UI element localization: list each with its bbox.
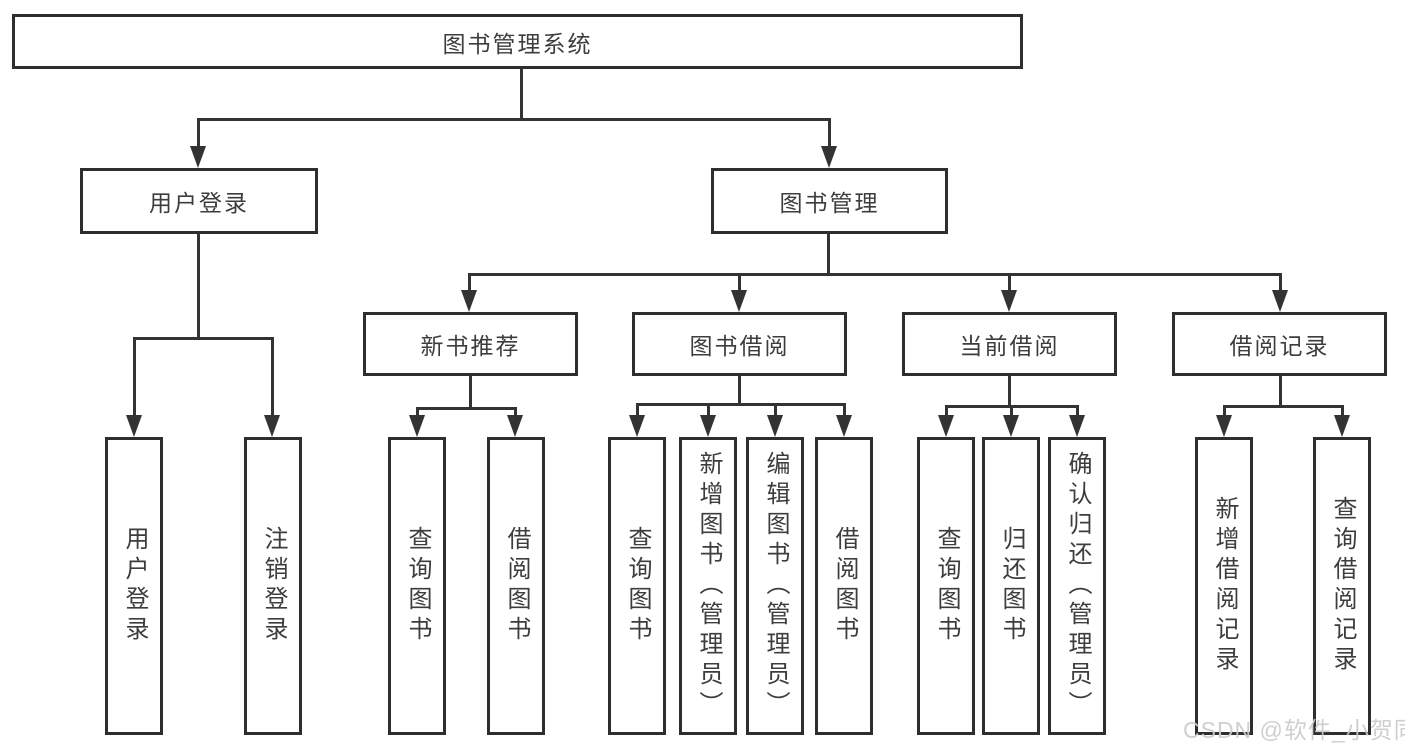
connector-line <box>197 234 200 339</box>
node-current-borrowing: 当前借阅 <box>902 312 1117 376</box>
leaf-query-books-borrowing: 查询图书 <box>608 437 666 735</box>
leaf-query-books-recommend: 查询图书 <box>388 437 446 735</box>
arrow-down <box>700 415 716 437</box>
arrow-down <box>1069 415 1085 437</box>
leaf-confirm-return-admin: 确认归还（管理员） <box>1048 437 1106 735</box>
leaf-query-borrow-record: 查询借阅记录 <box>1313 437 1371 735</box>
arrow-down <box>629 415 645 437</box>
arrow-down <box>126 415 142 437</box>
connector-line <box>469 376 472 409</box>
connector-line <box>636 403 846 406</box>
node-book-management: 图书管理 <box>711 168 948 234</box>
leaf-user-login: 用户登录 <box>105 437 163 735</box>
leaf-logout: 注销登录 <box>244 437 302 735</box>
arrow-down <box>1334 415 1350 437</box>
arrow-down <box>938 415 954 437</box>
connector-line <box>520 68 523 120</box>
arrow-down <box>731 290 747 312</box>
connector-line <box>197 118 831 121</box>
leaf-return-books: 归还图书 <box>982 437 1040 735</box>
connector-line <box>416 407 517 410</box>
leaf-add-borrow-record: 新增借阅记录 <box>1195 437 1253 735</box>
node-new-book-recommend: 新书推荐 <box>363 312 578 376</box>
arrow-down <box>190 146 206 168</box>
arrow-down <box>1272 290 1288 312</box>
connector-line <box>468 273 1282 276</box>
connector-line <box>1008 376 1011 407</box>
arrow-down <box>409 415 425 437</box>
arrow-down <box>1003 415 1019 437</box>
node-user-login: 用户登录 <box>80 168 318 234</box>
node-borrowing-records: 借阅记录 <box>1172 312 1387 376</box>
connector-line <box>1279 273 1282 293</box>
node-book-borrowing: 图书借阅 <box>632 312 847 376</box>
leaf-borrow-books: 借阅图书 <box>815 437 873 735</box>
connector-line <box>1010 405 1013 417</box>
connector-line <box>133 337 274 340</box>
connector-line <box>774 403 777 417</box>
connector-line <box>1341 405 1344 417</box>
connector-line <box>1008 273 1011 293</box>
connector-line <box>1223 405 1226 417</box>
arrow-down <box>1216 415 1232 437</box>
connector-line <box>416 407 419 417</box>
connector-line <box>738 273 741 293</box>
connector-line <box>271 337 274 417</box>
arrow-down <box>461 290 477 312</box>
connector-line <box>738 376 741 405</box>
csdn-watermark: CSDN @软件_小贺同学 <box>1183 717 1405 743</box>
connector-line <box>945 405 948 417</box>
connector-line <box>827 234 830 275</box>
leaf-borrow-books-recommend: 借阅图书 <box>487 437 545 735</box>
node-library-management-system: 图书管理系统 <box>12 14 1023 69</box>
connector-line <box>636 403 639 417</box>
connector-line <box>514 407 517 417</box>
leaf-query-books-current: 查询图书 <box>917 437 975 735</box>
connector-line <box>1279 376 1282 407</box>
connector-line <box>197 118 200 150</box>
arrow-down <box>507 415 523 437</box>
connector-line <box>1223 405 1344 408</box>
connector-line <box>133 337 136 417</box>
arrow-down <box>1001 290 1017 312</box>
connector-line <box>707 403 710 417</box>
arrow-down <box>264 415 280 437</box>
connector-line <box>468 273 471 293</box>
connector-line <box>828 118 831 150</box>
connector-line <box>843 403 846 417</box>
leaf-edit-books-admin: 编辑图书（管理员） <box>746 437 804 735</box>
arrow-down <box>821 146 837 168</box>
arrow-down <box>836 415 852 437</box>
leaf-add-books-admin: 新增图书（管理员） <box>679 437 737 735</box>
arrow-down <box>767 415 783 437</box>
connector-line <box>1076 405 1079 417</box>
